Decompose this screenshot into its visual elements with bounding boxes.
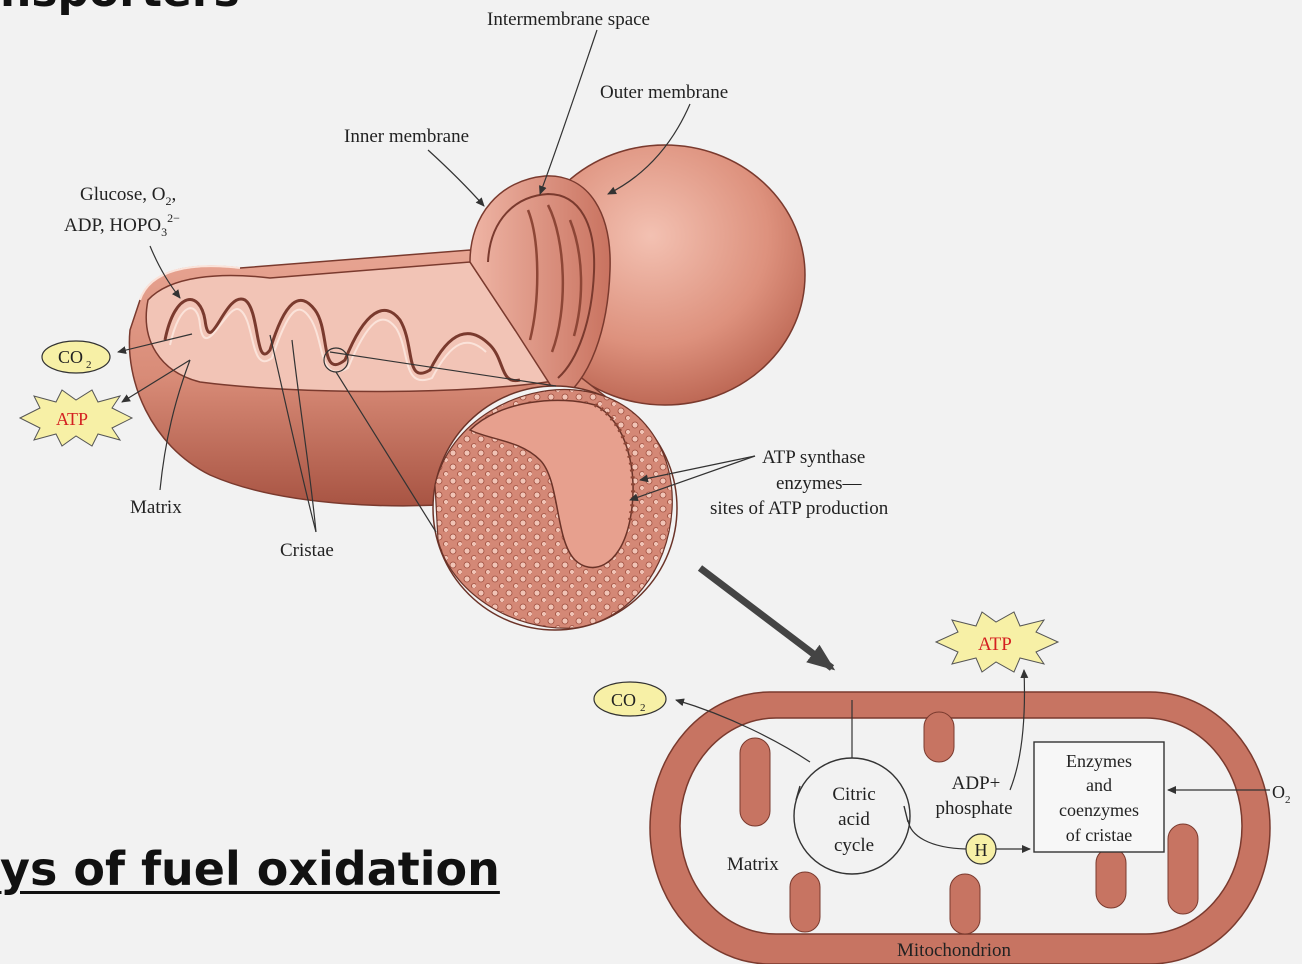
enzymes-label-line1: Enzymes [1066, 751, 1132, 771]
inputs-label-line2: ADP, HOPO32− [64, 211, 180, 239]
mitochondrion-3d: CO 2 ATP Intermembrane space Outer membr… [20, 9, 889, 668]
outer-membrane-label: Outer membrane [600, 82, 728, 103]
cristae-label: Cristae [280, 540, 334, 561]
co2-label-3d-sub: 2 [86, 359, 92, 371]
adp-phosphate-line2: phosphate [935, 798, 1012, 819]
enzymes-label-line3: coenzymes [1059, 800, 1139, 820]
atp-synthase-label-line2: enzymes— [776, 473, 862, 494]
co2-label-schematic-sub: 2 [640, 702, 646, 714]
citric-acid-cycle-line3: cycle [834, 835, 874, 856]
atp-label-3d: ATP [56, 409, 88, 429]
matrix-label-3d: Matrix [130, 497, 182, 518]
h-label: H [975, 840, 988, 860]
citric-acid-cycle-line2: acid [838, 809, 870, 830]
co2-label-schematic: CO [611, 690, 636, 710]
atp-synthase-label-line3: sites of ATP production [710, 498, 889, 519]
atp-synthase-label-line1: ATP synthase [762, 447, 865, 468]
citric-acid-cycle-line1: Citric [832, 784, 875, 805]
atp-label-schematic: ATP [978, 634, 1012, 655]
mitochondrion-label: Mitochondrion [897, 940, 1011, 961]
intermembrane-space-label: Intermembrane space [487, 9, 650, 30]
inputs-label-line1: Glucose, O2, [80, 184, 176, 208]
enzymes-label-line2: and [1086, 775, 1112, 795]
mitochondrion-schematic: ATP CO 2 Citric acid cycle ADP+ phosphat… [594, 612, 1291, 964]
o2-label: O2 [1272, 782, 1291, 806]
adp-phosphate-line1: ADP+ [952, 773, 1001, 794]
matrix-label-schematic: Matrix [727, 854, 779, 875]
inner-membrane-label: Inner membrane [344, 126, 469, 147]
co2-label-3d: CO [58, 347, 83, 367]
enzymes-label-line4: of cristae [1066, 825, 1132, 845]
